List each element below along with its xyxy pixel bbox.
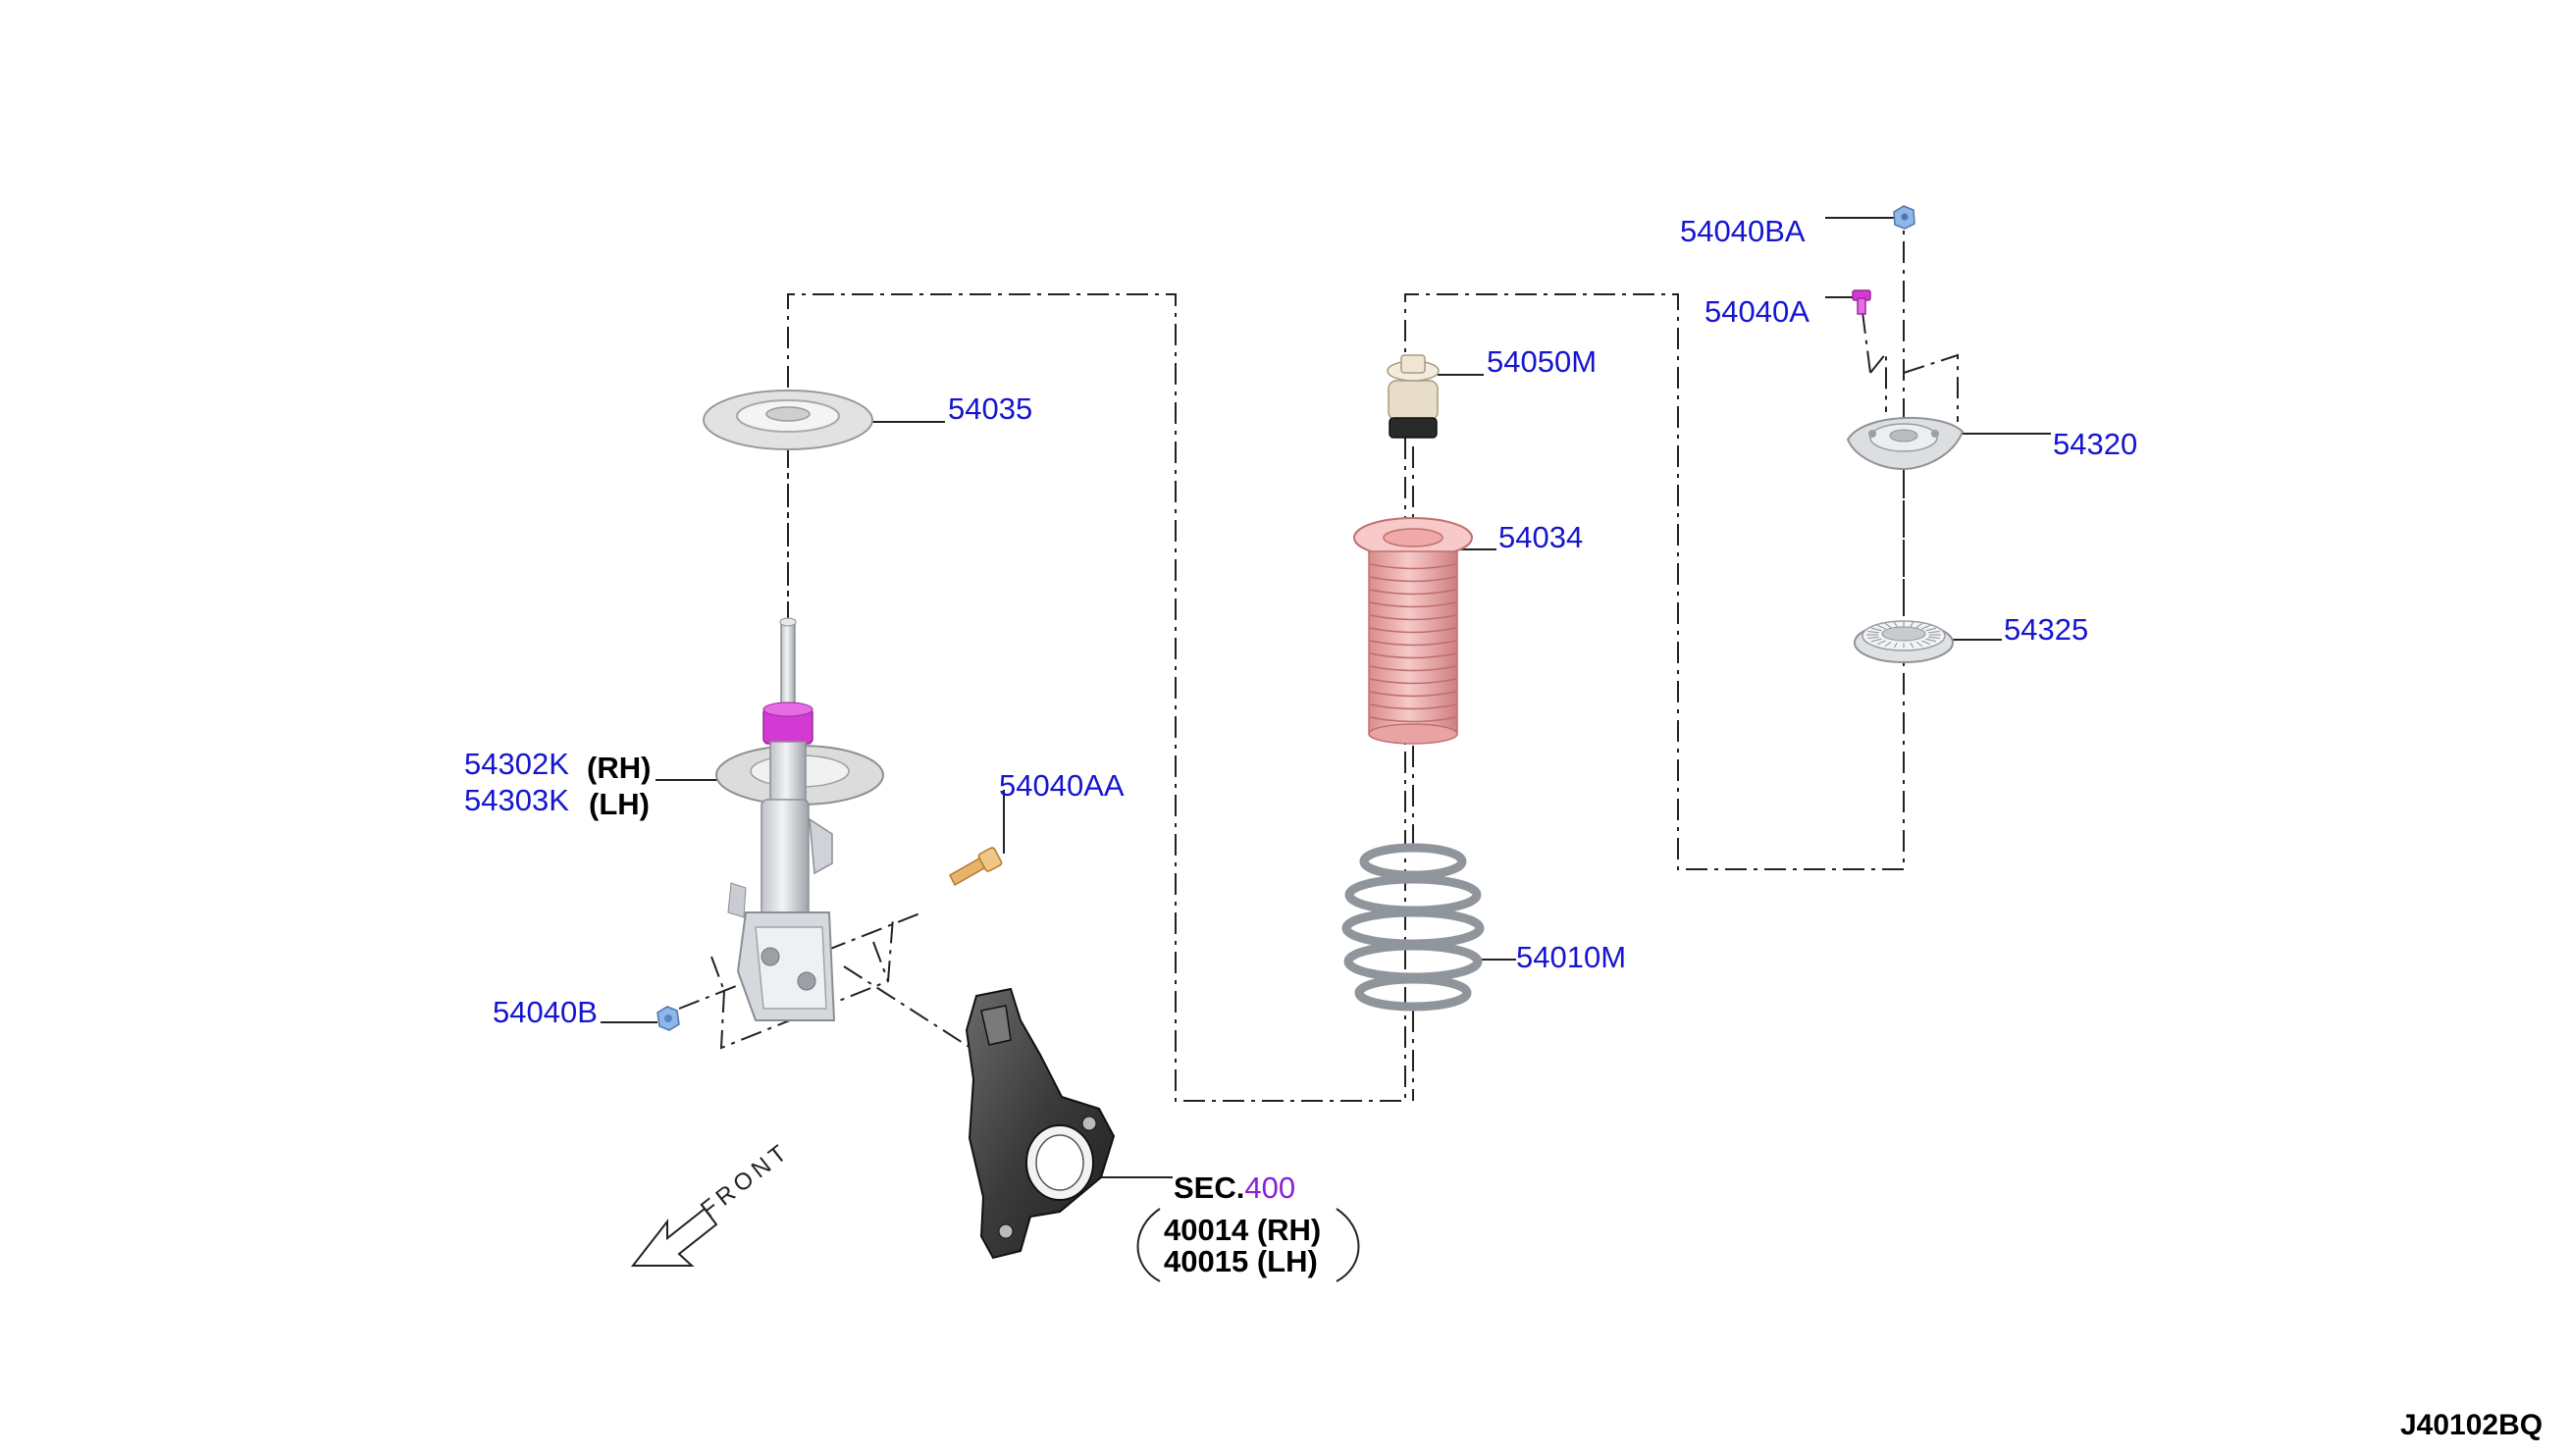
bearing-tooth [1915, 622, 1923, 629]
dust-boot-54034[interactable] [1353, 517, 1473, 745]
section-number-link[interactable]: 400 [1244, 1170, 1296, 1205]
bearing-tooth [1884, 641, 1892, 648]
callout-54320[interactable]: 54320 [2053, 427, 2138, 461]
bearing-tooth [1893, 642, 1898, 649]
spring-coil-turn [1341, 908, 1485, 949]
nut-54040BA[interactable] [1893, 205, 1915, 230]
callout-54040A[interactable]: 54040A [1705, 294, 1809, 329]
callout-54010M[interactable]: 54010M [1516, 940, 1627, 974]
bearing-tooth [1915, 641, 1923, 648]
bearing-tooth [1910, 621, 1914, 628]
section-prefix: SEC. [1174, 1170, 1245, 1205]
bolt-54040AA[interactable] [949, 847, 1003, 887]
bearing-tooth [1876, 624, 1886, 630]
bearing-tooth [1928, 636, 1940, 640]
boot-rib [1369, 652, 1457, 659]
boot-rib [1369, 640, 1457, 647]
front-label: FRONT [696, 1137, 795, 1223]
bearing-tooth [1925, 638, 1937, 643]
callout-54035[interactable]: 54035 [948, 391, 1033, 426]
steering-knuckle-40014[interactable] [965, 987, 1116, 1260]
callout-54040B[interactable]: 54040B [493, 995, 598, 1029]
knuckle-rh-part: 40014 (RH) [1164, 1213, 1322, 1247]
strut-mount-54320[interactable] [1846, 416, 1965, 471]
boot-rib [1369, 665, 1457, 672]
bearing-tooth [1910, 642, 1914, 649]
boot-rib [1369, 678, 1457, 685]
spring-coil-turn [1343, 941, 1483, 982]
boot-rib [1369, 627, 1457, 634]
bearing-tooth [1921, 640, 1931, 646]
callout-54050M[interactable]: 54050M [1487, 344, 1598, 379]
callout-54302K[interactable]: 54302K [464, 747, 569, 781]
spring-seat-54035[interactable] [703, 390, 873, 450]
boot-rib [1369, 601, 1457, 608]
section-reference: SEC.400 [1174, 1172, 1295, 1203]
callout-54040AA[interactable]: 54040AA [999, 768, 1125, 803]
callout-54040BA[interactable]: 54040BA [1680, 214, 1806, 248]
bearing-tooth [1867, 636, 1879, 640]
callout-54034[interactable]: 54034 [1498, 520, 1584, 554]
bearing-tooth [1928, 630, 1940, 634]
strut-assembly-54302K[interactable] [715, 617, 884, 1021]
bearing-tooth [1870, 627, 1882, 632]
bearing-54325[interactable] [1854, 620, 1954, 663]
bearing-tooth [1870, 638, 1882, 643]
callout-54325[interactable]: 54325 [2004, 612, 2089, 647]
bearing-tooth [1867, 630, 1879, 634]
front-direction-arrow: FRONT [630, 1137, 796, 1267]
rh-label: (RH) [587, 751, 652, 785]
spring-coil-turn [1354, 974, 1472, 1012]
spring-coil-turn [1359, 843, 1467, 880]
bearing-tooth [1921, 624, 1931, 630]
lh-label: (LH) [589, 787, 650, 821]
nut-54040B[interactable] [656, 1006, 680, 1031]
callout-54303K[interactable]: 54303K [464, 783, 569, 817]
bearing-tooth [1925, 627, 1937, 632]
section-paren-left [1136, 1208, 1161, 1282]
section-paren-right [1336, 1208, 1360, 1282]
bump-stop-54050M[interactable] [1387, 354, 1440, 439]
coil-spring-54010M[interactable] [1341, 843, 1485, 1012]
bearing-tooth [1893, 621, 1898, 628]
diagram-code: J40102BQ [2400, 1409, 2544, 1441]
boot-rib [1369, 716, 1457, 723]
bearing-tooth [1876, 640, 1886, 646]
boot-rib [1369, 703, 1457, 710]
boot-rib [1369, 589, 1457, 596]
boot-rib [1369, 563, 1457, 570]
boot-rib [1369, 691, 1457, 698]
assembly-guide-lines [678, 216, 1959, 1102]
spring-coil-turn [1344, 874, 1482, 915]
bolt-54040A[interactable] [1852, 289, 1871, 315]
boot-rib [1369, 576, 1457, 583]
leader-lines [601, 217, 2051, 1178]
knuckle-lh-part: 40015 (LH) [1164, 1244, 1318, 1278]
boot-rib [1369, 614, 1457, 621]
bearing-tooth [1884, 622, 1892, 629]
